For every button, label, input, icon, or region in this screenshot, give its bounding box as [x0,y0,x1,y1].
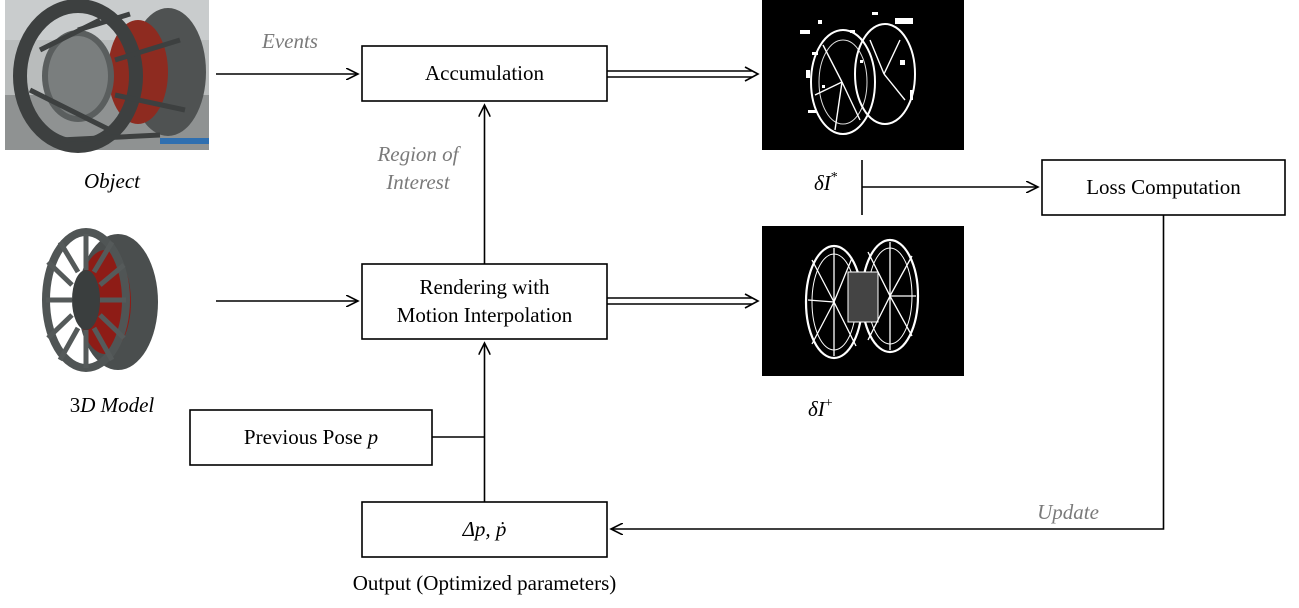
delta-params-box: Δp, ṗ [361,501,608,558]
observed-label: δI* [814,170,838,195]
update-label: Update [1037,500,1099,524]
roi-label-line2: Interest [385,170,451,194]
rendering-box: Rendering with Motion Interpolation [361,263,608,340]
accumulation-double-arrow [607,66,760,82]
rendering-label-line1: Rendering with [419,275,550,299]
accumulation-box: Accumulation [361,45,608,102]
object-photo [5,0,209,153]
rendered-event-image [762,226,964,376]
accumulation-label: Accumulation [425,61,544,85]
events-label: Events [261,29,318,53]
rendering-double-arrow [607,293,760,309]
previous-pose-box: Previous Pose p [189,409,433,466]
loss-box: Loss Computation [1041,159,1286,216]
delta-params-label: Δp, ṗ [462,517,507,541]
output-caption: Output (Optimized parameters) [353,571,617,595]
model-render [42,228,158,372]
rendered-label: δI+ [808,396,833,421]
roi-label-line1: Region of [376,142,461,166]
previous-pose-label: Previous Pose p [244,425,378,449]
model-label: 3D Model [70,393,155,417]
loss-label: Loss Computation [1086,175,1241,199]
update-arrow [611,215,1165,529]
object-label: Object [84,169,141,193]
observed-event-image [762,0,964,150]
rendering-label-line2: Motion Interpolation [397,303,573,327]
